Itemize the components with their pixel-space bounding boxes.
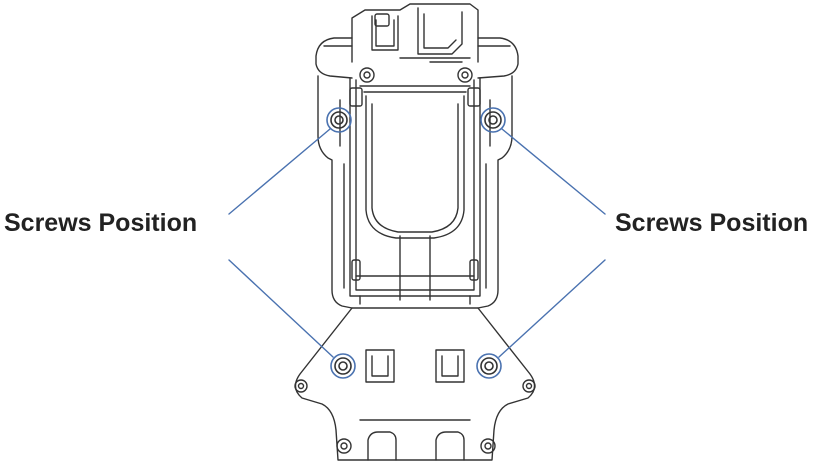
leader-line-left-bottom: [228, 259, 334, 358]
screw-top-right: [480, 107, 506, 133]
screw-bottom-left: [330, 353, 356, 379]
top-latch: [351, 3, 479, 63]
callout-label-right: Screws Position: [615, 209, 809, 237]
callout-label-left: Screws Position: [4, 209, 198, 237]
screw-bottom-right: [476, 353, 502, 379]
screw-top-left: [326, 107, 352, 133]
leader-line-right-top: [501, 128, 606, 215]
mounting-plate: [294, 307, 536, 461]
screw-icon: [326, 107, 506, 379]
leader-line-right-bottom: [498, 259, 606, 358]
mounting-hole-icon: [294, 67, 536, 454]
outer-shell: [315, 37, 519, 79]
leader-line-left-top: [228, 128, 331, 215]
